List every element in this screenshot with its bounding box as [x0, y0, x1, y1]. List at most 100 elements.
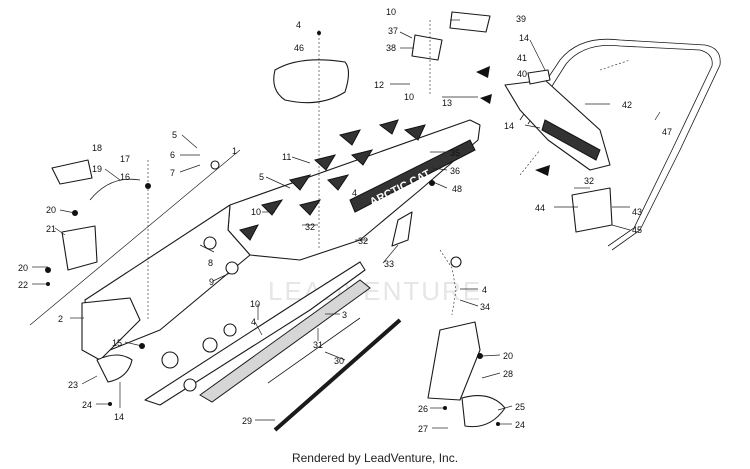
deck-cutout — [403, 124, 426, 141]
callout-18: 18 — [92, 143, 102, 153]
callout-11: 11 — [282, 152, 291, 162]
direction-arrow — [476, 66, 490, 78]
callout-5: 5 — [172, 130, 177, 140]
callout-42: 42 — [622, 100, 632, 110]
callout-23: 23 — [68, 380, 78, 390]
running-board-tread — [199, 279, 371, 403]
leader-lines — [29, 19, 661, 429]
callout-29: 29 — [242, 416, 252, 426]
callout-45: 45 — [632, 225, 642, 235]
step-plate — [427, 321, 481, 401]
render-credit: Rendered by LeadVenture, Inc. — [291, 451, 459, 465]
rear-bumper — [519, 38, 721, 251]
callout-20: 20 — [503, 351, 513, 361]
callout-8: 8 — [208, 258, 213, 268]
callout-14: 14 — [114, 412, 124, 422]
deck-cutout — [313, 154, 337, 171]
callout-24: 24 — [82, 400, 92, 410]
bracket-43 — [571, 187, 613, 233]
callout-2: 2 — [58, 314, 63, 324]
rod-31 — [267, 317, 361, 384]
callout-41: 41 — [517, 53, 527, 63]
callout-44: 44 — [535, 203, 545, 213]
rod-29 — [273, 318, 402, 432]
bracket-18 — [51, 159, 93, 185]
tunnel-chassis: ARCTIC CAT — [84, 119, 481, 406]
callout-26: 26 — [418, 404, 428, 414]
callout-28: 28 — [503, 369, 513, 379]
bracket-39 — [449, 11, 491, 33]
callout-20: 20 — [18, 263, 28, 273]
deck-cutout — [299, 199, 322, 216]
rear-bumper-inner — [527, 45, 713, 247]
callout-16: 16 — [120, 172, 130, 182]
callout-10: 10 — [251, 207, 261, 217]
direction-arrow — [480, 94, 492, 104]
callout-13: 13 — [442, 98, 452, 108]
callout-22: 22 — [18, 280, 28, 290]
deck-cutout — [338, 129, 361, 146]
callout-20: 20 — [46, 205, 56, 215]
callout-47: 47 — [662, 127, 672, 137]
cover-23 — [96, 354, 133, 383]
chain-34 — [439, 249, 457, 316]
side-hole — [161, 351, 179, 369]
tunnel-decal — [349, 139, 476, 213]
callout-17: 17 — [120, 154, 130, 164]
callout-32: 32 — [584, 176, 594, 186]
callout-36: 36 — [450, 166, 460, 176]
hardware-markers — [45, 31, 500, 426]
clip-33 — [391, 211, 413, 247]
callout-4: 4 — [482, 285, 487, 295]
direction-arrow — [535, 165, 550, 176]
callout-46: 46 — [294, 43, 304, 53]
cable-19 — [89, 178, 141, 201]
callout-31: 31 — [313, 340, 323, 350]
seat-bag — [273, 59, 350, 104]
callout-34: 34 — [480, 302, 490, 312]
deck-cutout — [378, 119, 399, 135]
deck-cutout — [289, 174, 312, 191]
callout-14: 14 — [504, 121, 514, 131]
callout-9: 9 — [209, 277, 214, 287]
callout-12: 12 — [374, 80, 384, 90]
plate-40 — [527, 69, 551, 85]
callout-4: 4 — [352, 188, 357, 198]
callout-19: 19 — [92, 164, 102, 174]
callout-10: 10 — [386, 7, 396, 17]
callout-32: 32 — [358, 236, 368, 246]
cover-25 — [461, 395, 506, 428]
side-hole — [223, 323, 237, 337]
callout-10: 10 — [250, 299, 260, 309]
side-hole — [202, 337, 218, 353]
callout-1: 1 — [232, 146, 237, 156]
snow-flap-stripe — [541, 119, 601, 161]
callout-48: 48 — [452, 184, 462, 194]
footrest-2 — [81, 297, 141, 361]
callout-38: 38 — [386, 43, 396, 53]
callout-4: 4 — [251, 317, 256, 327]
side-hole — [183, 378, 197, 392]
deck-cutout — [239, 224, 259, 241]
bracket-38 — [411, 34, 443, 61]
callout-27: 27 — [418, 424, 428, 434]
deck-cutout — [261, 199, 284, 216]
deck-cutout — [327, 174, 350, 191]
callout-39: 39 — [516, 14, 526, 24]
callout-3: 3 — [342, 310, 347, 320]
deck-cutout — [350, 149, 374, 166]
callout-4: 4 — [296, 20, 301, 30]
callout-35: 35 — [450, 148, 460, 158]
callout-24: 24 — [515, 420, 525, 430]
shield-21 — [61, 225, 98, 271]
callout-7: 7 — [170, 168, 175, 178]
callout-33: 33 — [384, 259, 394, 269]
callout-labels: 4 46 10 39 37 38 14 41 40 12 10 13 42 14… — [18, 7, 672, 434]
callout-25: 25 — [515, 402, 525, 412]
callout-37: 37 — [388, 26, 398, 36]
callout-21: 21 — [46, 224, 56, 234]
callout-30: 30 — [334, 356, 344, 366]
callout-43: 43 — [632, 207, 642, 217]
callout-5: 5 — [259, 172, 264, 182]
